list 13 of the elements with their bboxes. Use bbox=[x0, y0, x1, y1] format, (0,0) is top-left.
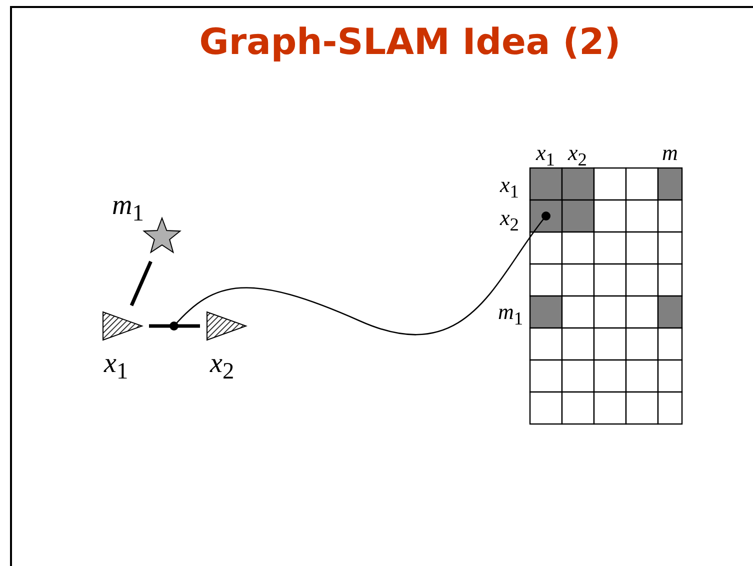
row-header: x$_{2}$ bbox=[500, 207, 519, 234]
column-header: x$_{2}$ bbox=[568, 142, 587, 169]
graph-edge bbox=[130, 260, 152, 306]
row-header: x$_{1}$ bbox=[500, 174, 519, 201]
column-header: x$_{1}$ bbox=[536, 142, 555, 169]
variable-label: x$_{1}$ bbox=[104, 350, 128, 384]
column-header: m bbox=[662, 142, 678, 164]
slide-title: Graph-SLAM Idea (2) bbox=[198, 22, 622, 63]
graph-edge bbox=[149, 324, 200, 328]
row-header: m$_{1}$ bbox=[498, 301, 524, 328]
leader-line bbox=[170, 212, 550, 335]
variable-label: m$_{1}$ bbox=[112, 192, 144, 226]
variable-label: x$_{2}$ bbox=[210, 350, 234, 384]
